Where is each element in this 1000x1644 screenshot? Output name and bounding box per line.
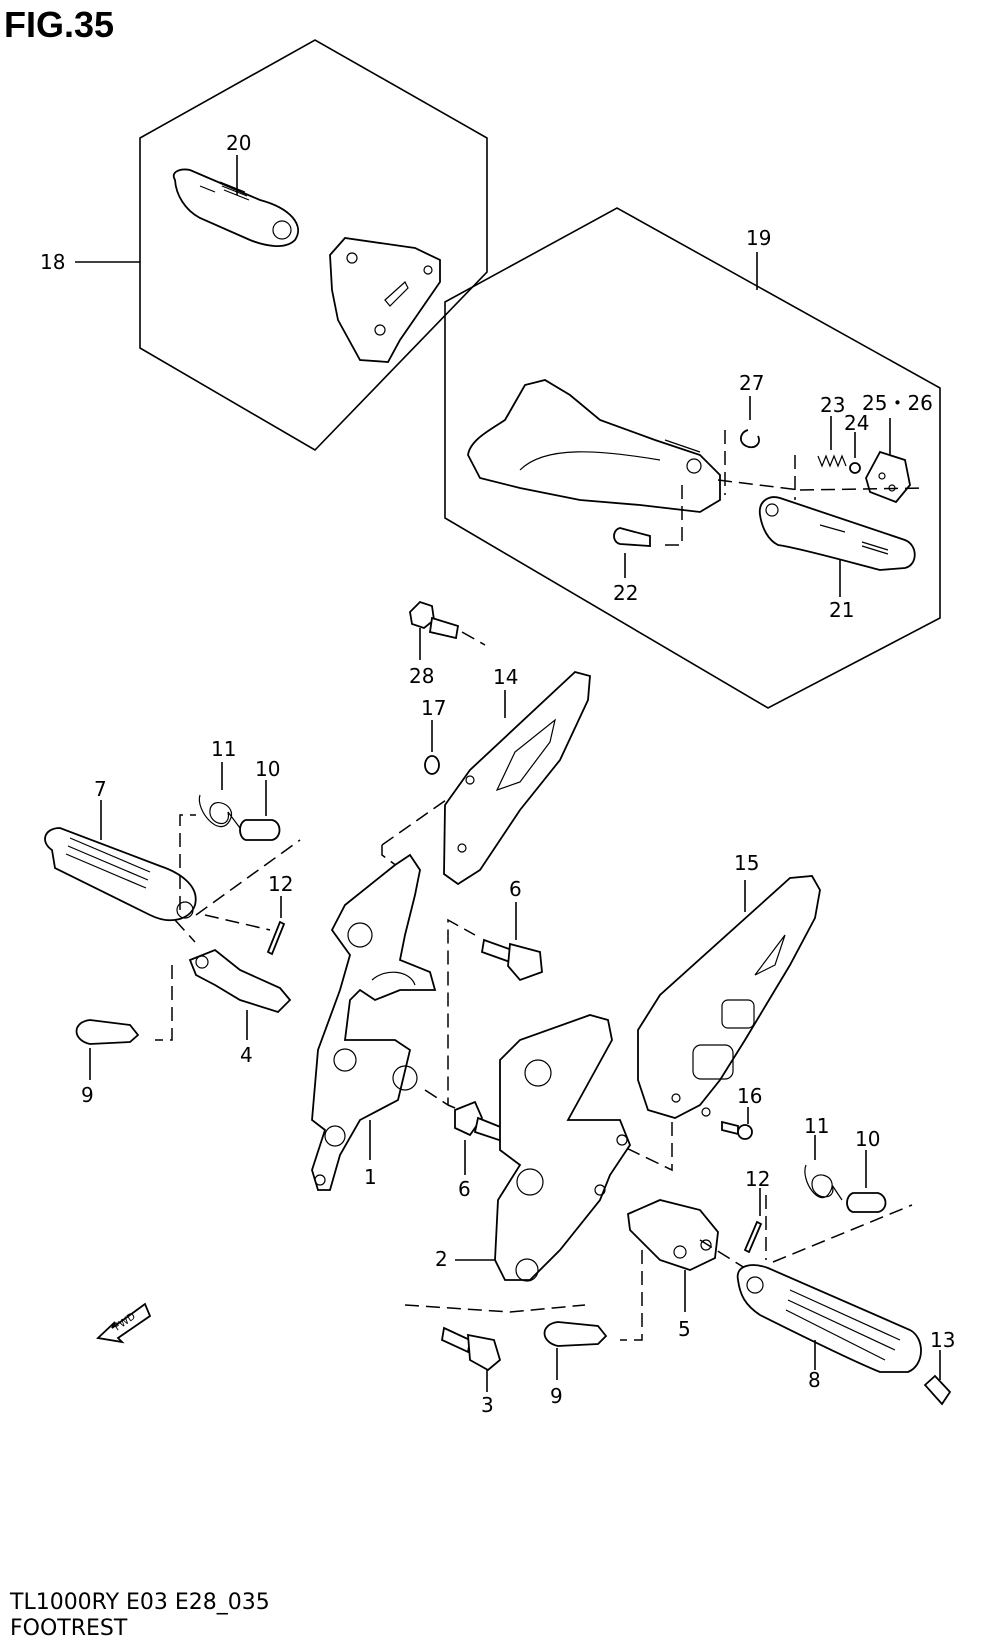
- part-12a-pin: [266, 896, 286, 956]
- callout-2: 2: [435, 1247, 448, 1271]
- part-9b-pin: [543, 1321, 608, 1380]
- callout-6b: 6: [458, 1177, 471, 1201]
- part-7-footpeg: [44, 800, 197, 922]
- callout-11b: 11: [804, 1114, 829, 1138]
- callout-21: 21: [829, 598, 854, 622]
- callout-11a: 11: [211, 737, 236, 761]
- part-5-pivot: [627, 1199, 719, 1312]
- callout-7: 7: [94, 777, 107, 801]
- part-19-bracket: [467, 379, 721, 513]
- callout-9a: 9: [81, 1083, 94, 1107]
- part-10a-collar: [239, 780, 281, 841]
- callout-18: 18: [40, 250, 65, 274]
- part-3-bolt: [440, 1326, 502, 1392]
- part-4-pivot: [188, 948, 292, 1040]
- callout-12a: 12: [268, 872, 293, 896]
- part-2-rear-bracket: [455, 1014, 632, 1282]
- callout-19: 19: [746, 226, 771, 250]
- callout-3: 3: [481, 1393, 494, 1417]
- callout-1: 1: [364, 1165, 377, 1189]
- part-10b-collar: [846, 1150, 887, 1213]
- part-18-bracket: [329, 237, 441, 363]
- part-9a-pin: [75, 1019, 140, 1080]
- callout-16: 16: [737, 1084, 762, 1108]
- callout-28: 28: [409, 664, 434, 688]
- callout-13: 13: [930, 1328, 955, 1352]
- callout-10b: 10: [855, 1127, 880, 1151]
- callout-15: 15: [734, 851, 759, 875]
- kit-box-19: [444, 207, 941, 709]
- callout-5: 5: [678, 1317, 691, 1341]
- callout-22: 22: [613, 581, 638, 605]
- kit-box-18: [139, 39, 488, 452]
- figure-title: FIG.35: [4, 4, 115, 45]
- callout-25-26: 25・26: [862, 391, 933, 415]
- fwd-arrow-icon: FWD: [96, 1302, 152, 1344]
- part-23-spring: [817, 416, 847, 468]
- callout-27: 27: [739, 371, 764, 395]
- part-1-main-bracket: [311, 853, 437, 1191]
- part-17-washer: [424, 755, 440, 775]
- callout-4: 4: [240, 1043, 253, 1067]
- part-12b-pin: [743, 1188, 763, 1254]
- callout-17: 17: [421, 696, 446, 720]
- part-11a-spring: [198, 762, 241, 829]
- part-20-footpeg: [172, 168, 299, 247]
- callout-14: 14: [493, 665, 518, 689]
- callout-10a: 10: [255, 757, 280, 781]
- callout-9b: 9: [550, 1384, 563, 1408]
- callout-12b: 12: [745, 1167, 770, 1191]
- callout-8: 8: [808, 1368, 821, 1392]
- part-24-ball: [849, 462, 861, 474]
- footer-section-name: FOOTREST: [10, 1616, 128, 1641]
- part-14-heel-guard: [443, 671, 591, 886]
- part-27-clip: [740, 429, 760, 449]
- footer-model-code: TL1000RY E03 E28_035: [10, 1590, 270, 1615]
- part-13-nipple: [923, 1350, 952, 1406]
- callout-6a: 6: [509, 877, 522, 901]
- callout-20: 20: [226, 131, 251, 155]
- part-11b-spring: [804, 1135, 843, 1201]
- part-6a-bolt: [480, 902, 543, 982]
- part-16-screw: [721, 1107, 753, 1140]
- callout-23: 23: [820, 393, 845, 417]
- callout-24: 24: [844, 411, 869, 435]
- part-21-footpeg: [758, 496, 916, 597]
- part-28-bolt: [409, 600, 486, 660]
- part-15-heel-guard: [637, 875, 821, 1119]
- part-8-footpeg: [736, 1264, 922, 1373]
- part-22-pin: [613, 527, 651, 578]
